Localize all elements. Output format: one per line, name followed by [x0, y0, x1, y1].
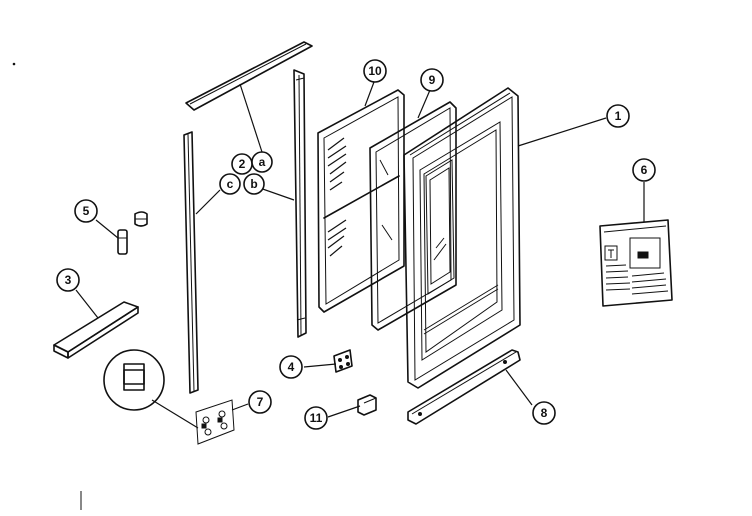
svg-text:c: c	[227, 177, 234, 191]
svg-text:4: 4	[288, 360, 295, 374]
svg-text:9: 9	[429, 73, 436, 87]
callout-6: 6	[632, 158, 656, 182]
callout-c: c	[219, 173, 241, 195]
svg-text:5: 5	[83, 204, 90, 218]
bottom-expander-rail-part	[407, 349, 521, 425]
callout-9: 9	[420, 68, 444, 92]
callout-7: 7	[248, 390, 272, 414]
callout-4: 4	[279, 355, 303, 379]
callout-3: 3	[56, 268, 80, 292]
svg-text:11: 11	[310, 411, 323, 425]
callout-5: 5	[74, 199, 98, 223]
instruction-sheet-part	[599, 219, 673, 307]
svg-text:b: b	[250, 177, 257, 191]
svg-text:2: 2	[239, 157, 246, 171]
callout-a: a	[251, 151, 273, 173]
glass-panel-part	[369, 101, 457, 331]
callout-11: 11	[304, 406, 328, 430]
bracket-part	[333, 349, 353, 373]
callout-2: 2	[231, 153, 253, 175]
svg-text:6: 6	[641, 163, 648, 177]
top-header-rail-part	[185, 41, 313, 111]
clip-part	[357, 394, 377, 416]
callout-b: b	[243, 173, 265, 195]
threshold-sweep-part	[53, 301, 139, 359]
latch-detail-part	[103, 349, 235, 445]
svg-text:7: 7	[257, 395, 264, 409]
svg-text:1: 1	[615, 109, 622, 123]
callout-10: 10	[363, 59, 387, 83]
right-side-rail-part	[293, 69, 307, 338]
door-frame-part	[403, 87, 521, 389]
callout-1: 1	[606, 104, 630, 128]
leader-lines	[75, 81, 645, 429]
hinge-pieces-part	[117, 211, 148, 255]
callout-8: 8	[532, 401, 556, 425]
left-side-rail-part	[183, 131, 199, 394]
svg-text:3: 3	[65, 273, 72, 287]
screen-panel-part	[317, 89, 405, 313]
svg-text:10: 10	[368, 64, 382, 78]
svg-text:8: 8	[541, 406, 548, 420]
svg-text:a: a	[259, 155, 266, 169]
scan-marks	[12, 62, 82, 510]
